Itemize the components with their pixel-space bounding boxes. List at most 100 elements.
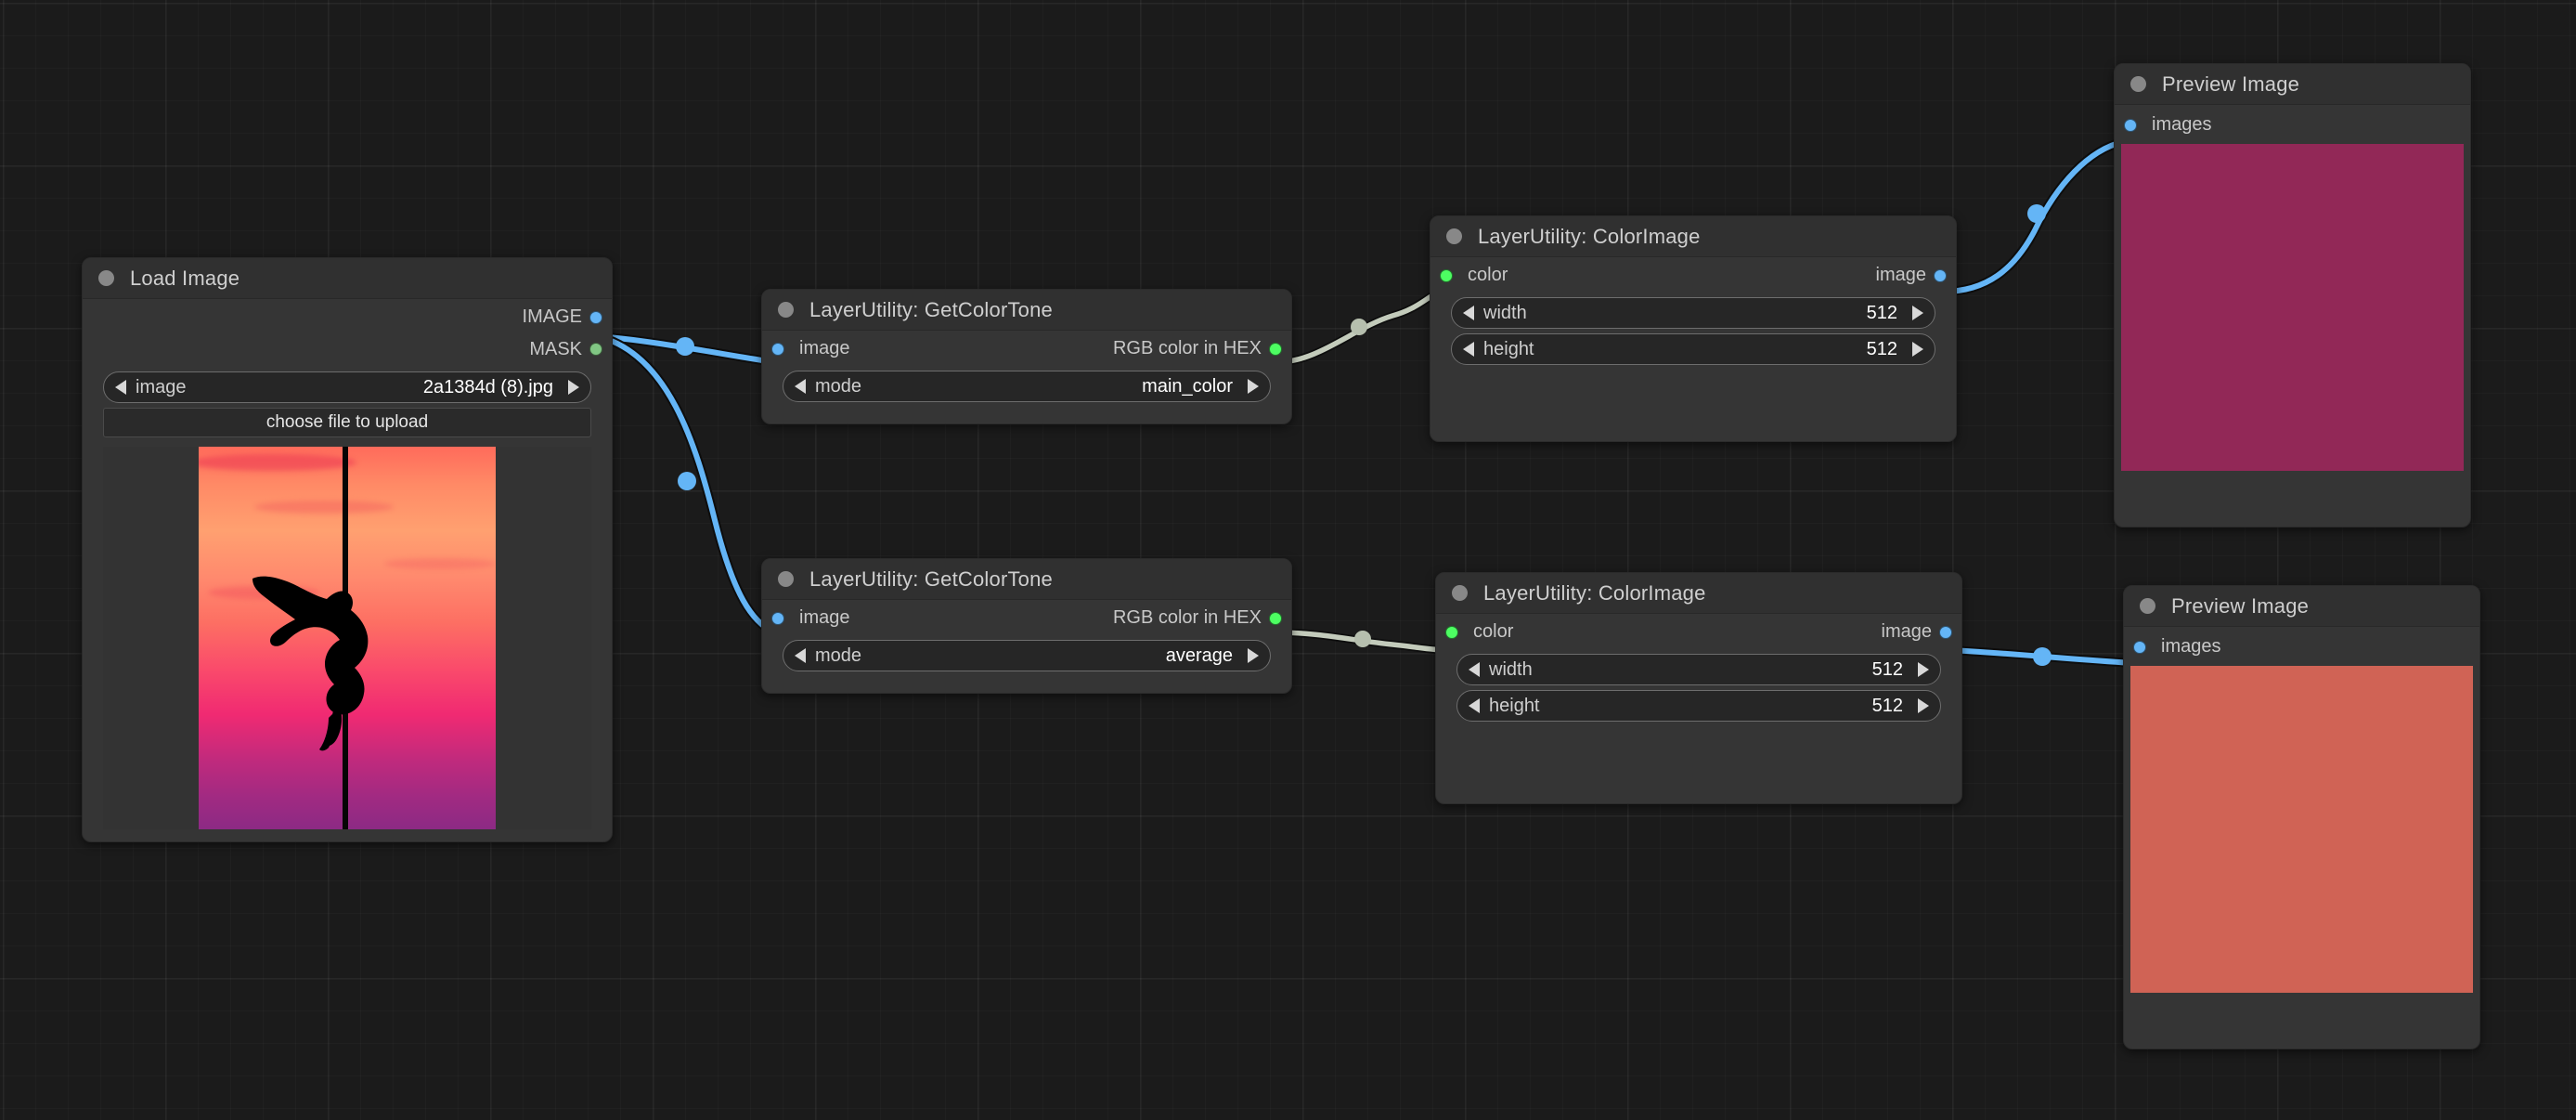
- increment-arrow-icon[interactable]: [1918, 662, 1929, 677]
- link-midpoint-dot: [1351, 319, 1367, 335]
- increment-arrow-icon[interactable]: [1912, 342, 1923, 357]
- output-slot-image[interactable]: IMAGE: [83, 299, 612, 334]
- images-input-port-icon[interactable]: [2133, 641, 2146, 654]
- prev-arrow-icon[interactable]: [115, 380, 126, 395]
- widget-value: 512: [1866, 338, 1897, 359]
- image-output-port-icon[interactable]: [1934, 269, 1947, 282]
- choose-file-to-upload-button[interactable]: choose file to upload: [103, 408, 591, 437]
- widget-name: mode: [815, 645, 862, 666]
- node-load-image[interactable]: Load Image IMAGE MASK image 2a1384d (8).…: [82, 257, 613, 842]
- link-midpoint-dot: [2033, 647, 2052, 666]
- image-output-port-icon[interactable]: [1939, 626, 1952, 639]
- widget-name: height: [1489, 695, 1540, 716]
- widget-height-number[interactable]: height 512: [1456, 690, 1941, 722]
- collapse-toggle-icon[interactable]: [2130, 76, 2146, 92]
- node-title: Load Image: [130, 266, 240, 290]
- node-preview-image-1[interactable]: Preview Image images: [2114, 63, 2471, 527]
- node-header[interactable]: Preview Image: [2124, 586, 2479, 627]
- decrement-arrow-icon[interactable]: [1469, 662, 1480, 677]
- decrement-arrow-icon[interactable]: [1463, 342, 1474, 357]
- increment-arrow-icon[interactable]: [1912, 306, 1923, 320]
- node-body: image RGB color in HEX mode average: [762, 600, 1291, 671]
- output-slot-label: RGB color in HEX: [1112, 606, 1262, 628]
- io-slot-row[interactable]: image RGB color in HEX: [762, 331, 1291, 366]
- node-getcolortone-main-color[interactable]: LayerUtility: GetColorTone image RGB col…: [761, 289, 1292, 424]
- next-arrow-icon[interactable]: [1248, 648, 1259, 663]
- widget-name: mode: [815, 375, 862, 397]
- solid-color-fill: [2130, 666, 2473, 993]
- widget-mode-combo[interactable]: mode main_color: [783, 371, 1271, 402]
- link-midpoint-dot: [676, 337, 694, 356]
- link-midpoint-dot: [678, 472, 696, 490]
- input-slot-images[interactable]: images: [2115, 105, 2470, 144]
- io-slot-row[interactable]: image RGB color in HEX: [762, 600, 1291, 635]
- images-input-port-icon[interactable]: [2124, 119, 2137, 132]
- collapse-toggle-icon[interactable]: [778, 571, 794, 587]
- node-title: LayerUtility: GetColorTone: [809, 297, 1053, 321]
- node-header[interactable]: LayerUtility: ColorImage: [1436, 573, 1961, 614]
- node-body: color image width 512 height 512: [1430, 257, 1956, 365]
- input-slot-label: image: [799, 337, 850, 358]
- collapse-toggle-icon[interactable]: [1452, 585, 1468, 601]
- prev-arrow-icon[interactable]: [795, 648, 806, 663]
- widget-name: image: [136, 376, 187, 397]
- input-slot-label: images: [2152, 113, 2212, 135]
- link-midpoint-dot: [1354, 631, 1371, 647]
- widget-value: 2a1384d (8).jpg: [422, 376, 553, 397]
- string-output-port-icon[interactable]: [1269, 612, 1282, 625]
- node-body: color image width 512 height 512: [1436, 614, 1961, 722]
- node-header[interactable]: LayerUtility: ColorImage: [1430, 216, 1956, 257]
- io-slot-row[interactable]: color image: [1436, 614, 1961, 649]
- node-title: LayerUtility: ColorImage: [1483, 580, 1706, 605]
- widget-width-number[interactable]: width 512: [1451, 297, 1935, 329]
- output-slot-label: IMAGE: [522, 306, 582, 327]
- next-arrow-icon[interactable]: [1248, 379, 1259, 394]
- collapse-toggle-icon[interactable]: [1446, 228, 1462, 244]
- next-arrow-icon[interactable]: [568, 380, 579, 395]
- output-slot-label: image: [1881, 620, 1932, 642]
- node-title: LayerUtility: ColorImage: [1478, 224, 1701, 248]
- node-header[interactable]: Load Image: [83, 258, 612, 299]
- widget-name: width: [1483, 302, 1527, 323]
- mask-output-port-icon[interactable]: [589, 343, 602, 356]
- preview-color-swatch: [2130, 666, 2473, 993]
- image-output-port-icon[interactable]: [589, 311, 602, 324]
- widget-width-number[interactable]: width 512: [1456, 654, 1941, 685]
- color-input-port-icon[interactable]: [1445, 626, 1458, 639]
- widget-height-number[interactable]: height 512: [1451, 333, 1935, 365]
- node-colorimage-1[interactable]: LayerUtility: ColorImage color image wid…: [1430, 215, 1957, 442]
- node-getcolortone-average[interactable]: LayerUtility: GetColorTone image RGB col…: [761, 558, 1292, 694]
- color-input-port-icon[interactable]: [1440, 269, 1453, 282]
- widget-name: width: [1489, 658, 1533, 680]
- collapse-toggle-icon[interactable]: [98, 270, 114, 286]
- collapse-toggle-icon[interactable]: [2140, 598, 2155, 614]
- widget-value: 512: [1871, 695, 1903, 716]
- node-header[interactable]: LayerUtility: GetColorTone: [762, 290, 1291, 331]
- output-slot-label: MASK: [529, 338, 582, 359]
- decrement-arrow-icon[interactable]: [1463, 306, 1474, 320]
- input-slot-images[interactable]: images: [2124, 627, 2479, 666]
- node-header[interactable]: LayerUtility: GetColorTone: [762, 559, 1291, 600]
- node-body: images: [2115, 105, 2470, 471]
- node-header[interactable]: Preview Image: [2115, 64, 2470, 105]
- decrement-arrow-icon[interactable]: [1469, 698, 1480, 713]
- image-input-port-icon[interactable]: [771, 343, 784, 356]
- prev-arrow-icon[interactable]: [795, 379, 806, 394]
- output-slot-mask[interactable]: MASK: [83, 334, 612, 364]
- collapse-toggle-icon[interactable]: [778, 302, 794, 318]
- node-preview-image-2[interactable]: Preview Image images: [2123, 585, 2480, 1049]
- solid-color-fill: [2121, 144, 2464, 471]
- widget-image-combo[interactable]: image 2a1384d (8).jpg: [103, 371, 591, 403]
- widget-mode-combo[interactable]: mode average: [783, 640, 1271, 671]
- preview-color-swatch: [2121, 144, 2464, 471]
- string-output-port-icon[interactable]: [1269, 343, 1282, 356]
- widget-value: average: [1165, 645, 1233, 666]
- image-input-port-icon[interactable]: [771, 612, 784, 625]
- node-colorimage-2[interactable]: LayerUtility: ColorImage color image wid…: [1435, 572, 1962, 804]
- output-slot-label: RGB color in HEX: [1112, 337, 1262, 358]
- widget-value: 512: [1871, 658, 1903, 680]
- output-slot-label: image: [1875, 264, 1926, 285]
- increment-arrow-icon[interactable]: [1918, 698, 1929, 713]
- io-slot-row[interactable]: color image: [1430, 257, 1956, 293]
